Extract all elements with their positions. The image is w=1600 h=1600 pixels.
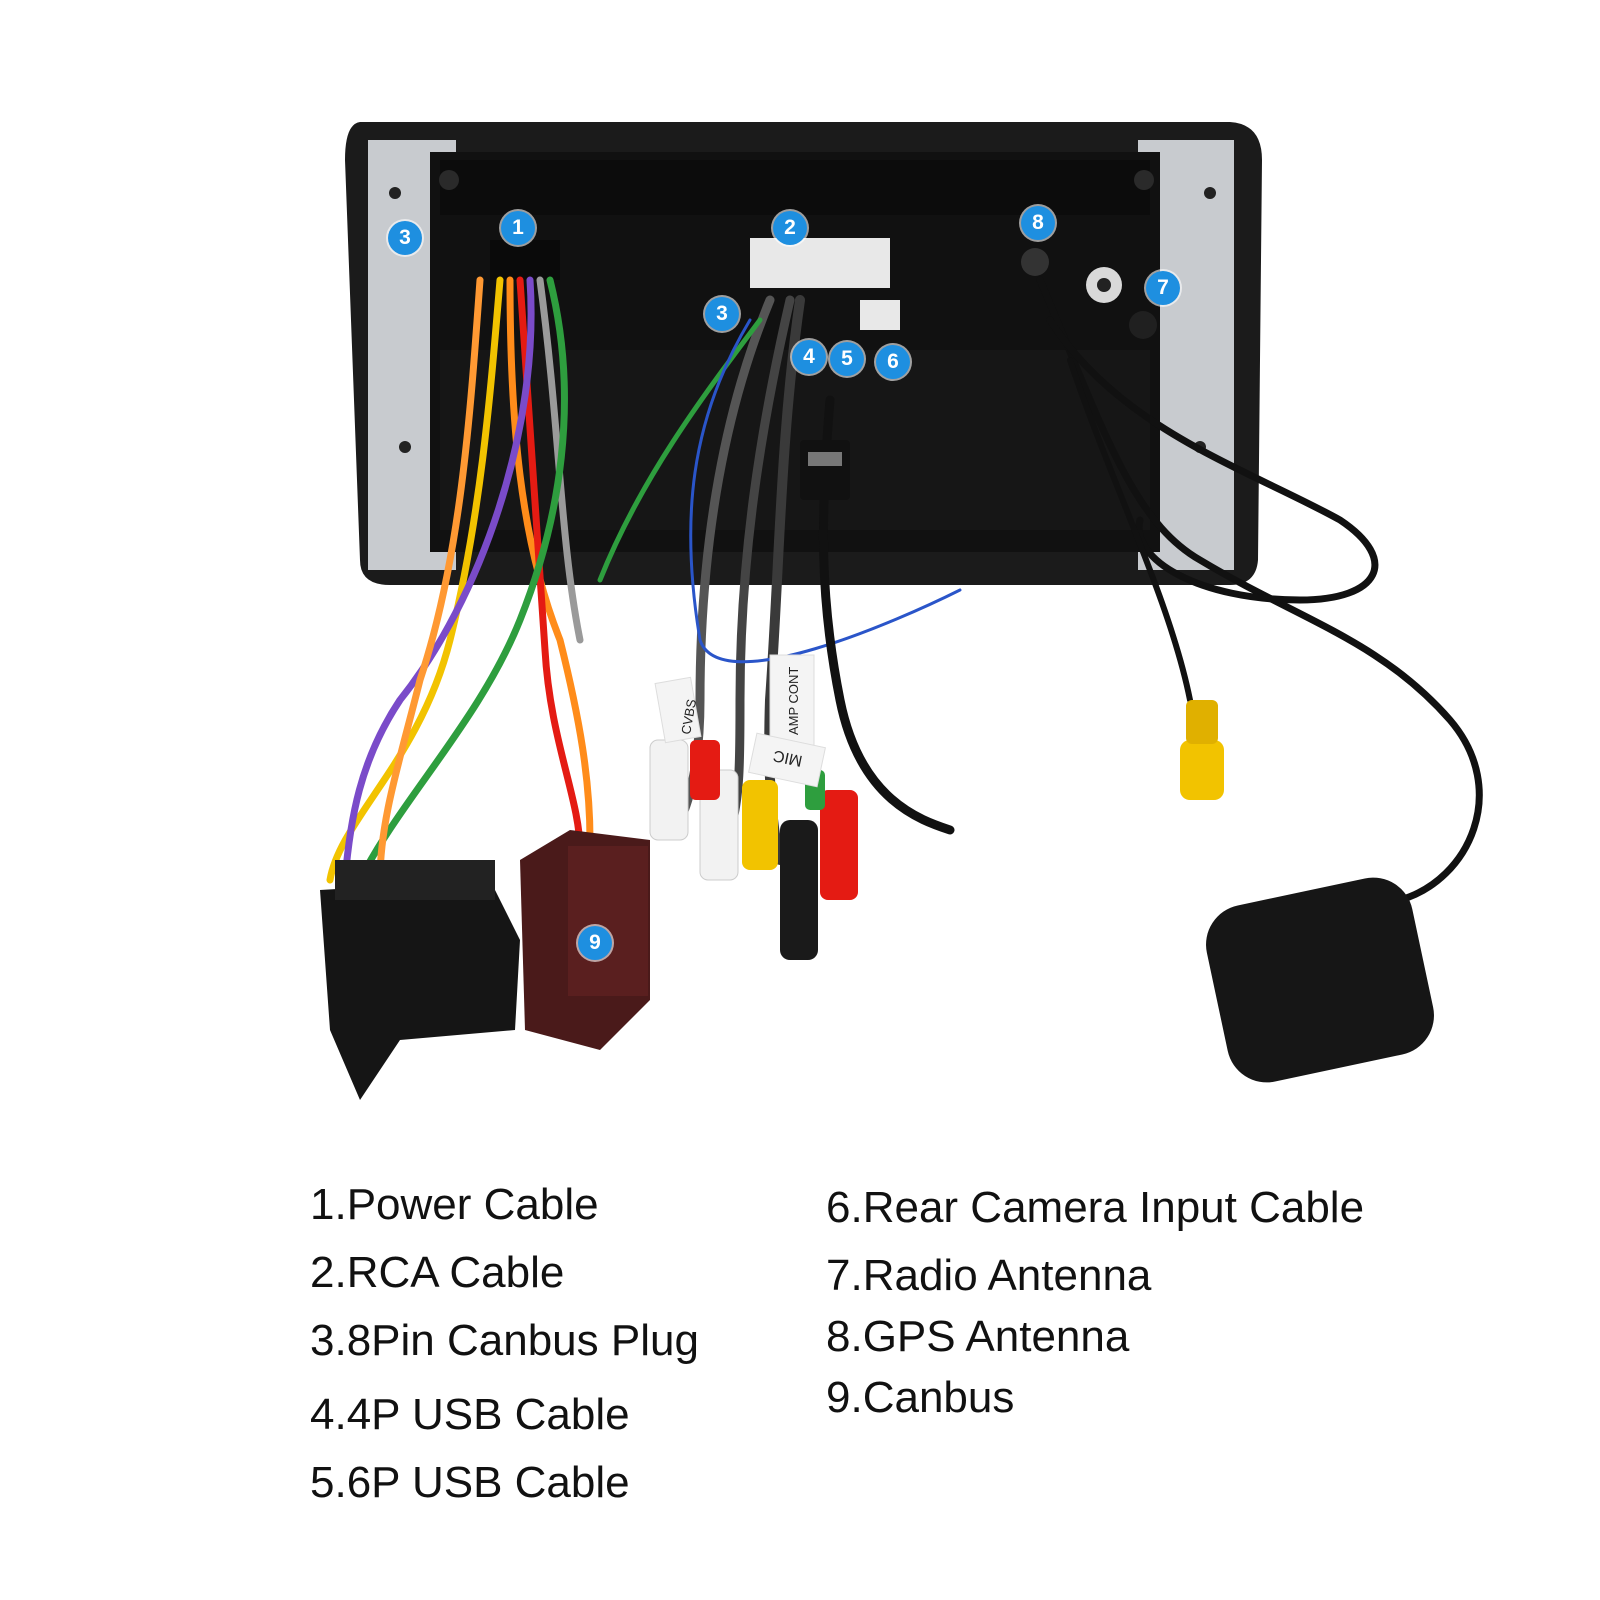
callout-badge-3: 3 [705, 297, 739, 331]
callout-badge-5: 5 [830, 342, 864, 376]
legend-item-6p-usb: 5.6P USB Cable [310, 1458, 630, 1507]
camera-rca [1180, 700, 1224, 800]
legend-item-gps-antenna: 8.GPS Antenna [826, 1312, 1130, 1361]
tag-mic: MIC [772, 746, 804, 769]
rca-connectors [649, 739, 858, 960]
callout-badge-6: 6 [876, 345, 910, 379]
legend-item-radio-antenna: 7.Radio Antenna [826, 1251, 1152, 1300]
legend-item-rca-cable: 2.RCA Cable [310, 1248, 565, 1297]
iso-connector [320, 860, 520, 1100]
gps-antenna-puck [1206, 877, 1434, 1083]
callout-badge-7: 7 [1146, 271, 1180, 305]
tag-cvbs: CVBS [678, 698, 699, 736]
callout-badge-1: 1 [501, 211, 535, 245]
power-harness [326, 276, 594, 884]
legend-item-4p-usb: 4.4P USB Cable [310, 1390, 630, 1439]
legend-item-canbus-plug: 3.8Pin Canbus Plug [310, 1316, 699, 1365]
legend-item-rear-camera: 6.Rear Camera Input Cable [826, 1183, 1365, 1232]
callout-badge-3-left: 3 [388, 221, 422, 255]
callout-badge-9: 9 [578, 926, 612, 960]
product-photo: AMP CONT MIC CVBS 1 2 3 3 4 5 6 7 [320, 122, 1483, 1100]
tag-amp-cont: AMP CONT [786, 667, 801, 735]
callout-badge-4: 4 [792, 340, 826, 374]
callout-badge-8: 8 [1021, 206, 1055, 240]
legend-item-power-cable: 1.Power Cable [310, 1180, 599, 1229]
cable-tags: AMP CONT MIC CVBS [654, 654, 826, 788]
legend-item-canbus: 9.Canbus [826, 1373, 1015, 1422]
callout-badge-2: 2 [773, 211, 807, 245]
